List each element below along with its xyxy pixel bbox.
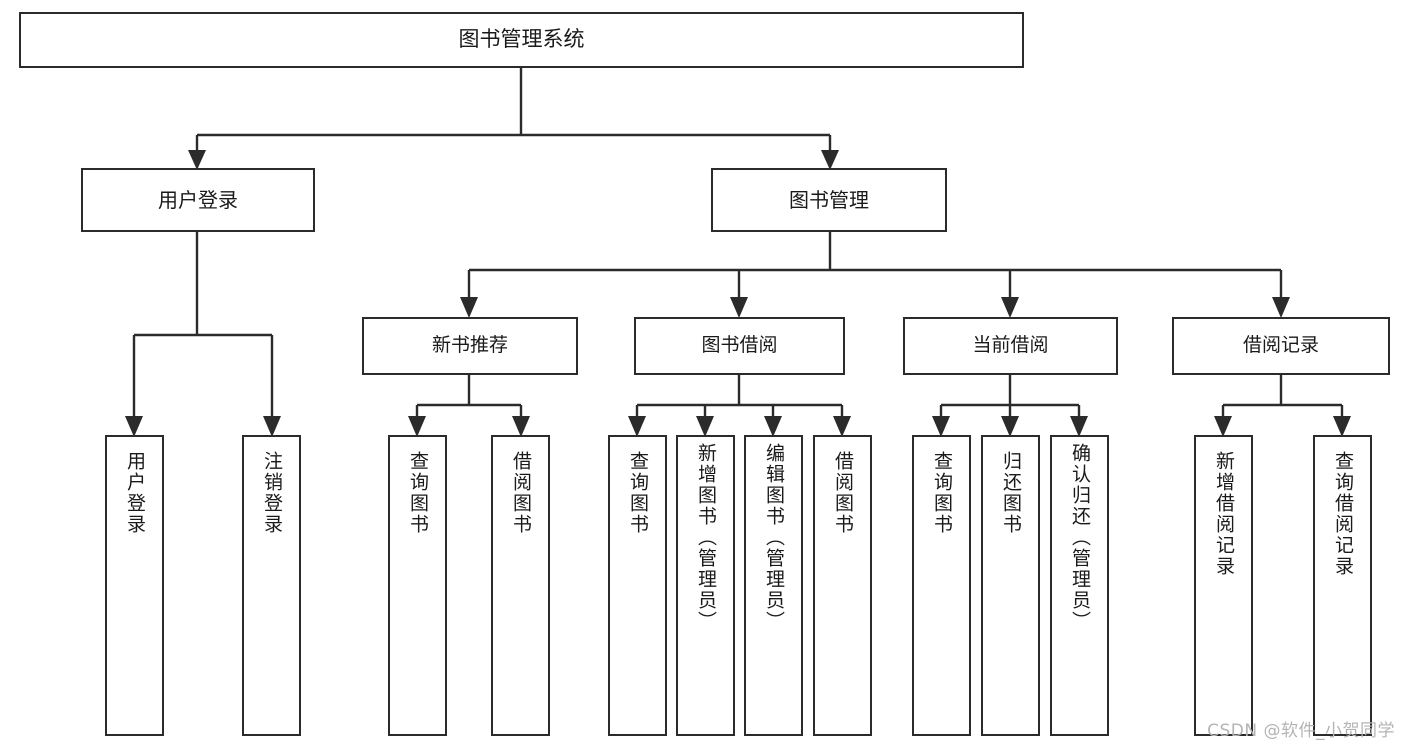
node-borrow-record-label: 借阅记录 [1242, 334, 1319, 357]
node-new-book-recommend[interactable]: 新书推荐 [362, 317, 578, 375]
leaf-add-borrow-record-label: 新增借阅记录 [1213, 451, 1235, 577]
leaf-return-book-label: 归还图书 [1000, 451, 1022, 535]
leaf-query-book-recommend-label: 查询图书 [407, 451, 429, 535]
leaf-edit-book-admin[interactable]: 编辑图书（管理员） [744, 435, 803, 736]
leaf-confirm-return-admin-label: 确认归还（管理员） [1069, 443, 1091, 632]
leaf-query-book-borrow-label: 查询图书 [627, 451, 649, 535]
watermark: CSDN @软件_小贺同学 [1207, 721, 1395, 741]
node-book-management-label: 图书管理 [789, 187, 869, 212]
leaf-query-borrow-record[interactable]: 查询借阅记录 [1313, 435, 1372, 736]
leaf-borrow-book-recommend[interactable]: 借阅图书 [491, 435, 550, 736]
leaf-confirm-return-admin[interactable]: 确认归还（管理员） [1050, 435, 1109, 736]
leaf-add-book-admin-label: 新增图书（管理员） [695, 443, 717, 632]
node-user-login[interactable]: 用户登录 [81, 168, 315, 232]
node-root[interactable]: 图书管理系统 [19, 12, 1024, 68]
leaf-user-login-label: 用户登录 [124, 451, 146, 535]
leaf-user-login[interactable]: 用户登录 [105, 435, 164, 736]
leaf-logout-label: 注销登录 [261, 451, 283, 535]
node-user-login-label: 用户登录 [158, 187, 238, 212]
node-borrow-record[interactable]: 借阅记录 [1172, 317, 1390, 375]
node-book-borrow[interactable]: 图书借阅 [634, 317, 845, 375]
leaf-query-book-recommend[interactable]: 查询图书 [388, 435, 447, 736]
node-current-borrow-label: 当前借阅 [972, 334, 1049, 357]
leaf-borrow-book-borrow[interactable]: 借阅图书 [813, 435, 872, 736]
leaf-query-book-current[interactable]: 查询图书 [912, 435, 971, 736]
node-book-management[interactable]: 图书管理 [711, 168, 947, 232]
leaf-borrow-book-recommend-label: 借阅图书 [510, 451, 532, 535]
leaf-query-book-borrow[interactable]: 查询图书 [608, 435, 667, 736]
leaf-add-book-admin[interactable]: 新增图书（管理员） [676, 435, 735, 736]
node-root-label: 图书管理系统 [458, 27, 585, 52]
leaf-return-book[interactable]: 归还图书 [981, 435, 1040, 736]
leaf-logout[interactable]: 注销登录 [242, 435, 301, 736]
node-new-book-recommend-label: 新书推荐 [431, 334, 508, 357]
node-current-borrow[interactable]: 当前借阅 [903, 317, 1118, 375]
leaf-query-borrow-record-label: 查询借阅记录 [1332, 451, 1354, 577]
leaf-query-book-current-label: 查询图书 [931, 451, 953, 535]
leaf-borrow-book-borrow-label: 借阅图书 [832, 451, 854, 535]
leaf-edit-book-admin-label: 编辑图书（管理员） [763, 443, 785, 632]
leaf-add-borrow-record[interactable]: 新增借阅记录 [1194, 435, 1253, 736]
node-book-borrow-label: 图书借阅 [701, 334, 778, 357]
